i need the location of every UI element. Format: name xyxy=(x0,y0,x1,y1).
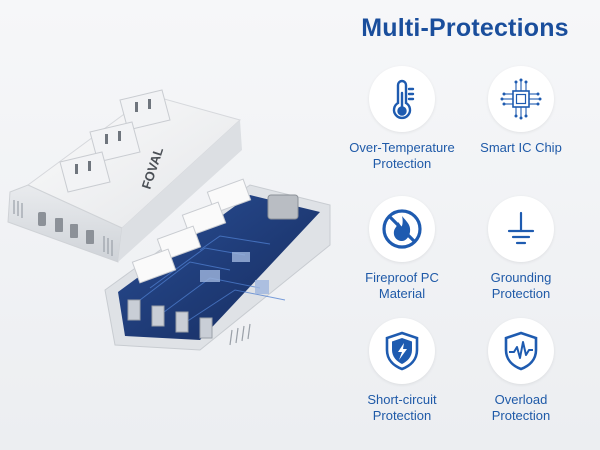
feature-label: Overload Protection xyxy=(491,392,551,423)
feature-fireproof-pc: Fireproof PC Material xyxy=(327,196,477,302)
feature-overload: Overload Protection xyxy=(446,318,596,424)
no-fire-icon xyxy=(369,196,435,262)
feature-label: Short-circuit Protection xyxy=(367,392,437,423)
feature-label: Fireproof PC Material xyxy=(365,270,439,301)
feature-short-circuit: Short-circuit Protection xyxy=(327,318,477,424)
feature-smart-ic-chip: Smart IC Chip xyxy=(446,66,596,156)
thermometer-icon xyxy=(369,66,435,132)
ground-icon xyxy=(488,196,554,262)
shield-pulse-icon xyxy=(488,318,554,384)
feature-over-temperature: Over-Temperature Protection xyxy=(327,66,477,172)
top-cover-unit: FOVAL xyxy=(7,89,242,263)
chip-icon xyxy=(488,66,554,132)
feature-label: Grounding Protection xyxy=(490,270,552,301)
shield-lightning-icon xyxy=(369,318,435,384)
feature-label: Smart IC Chip xyxy=(480,140,562,155)
feature-label: Over-Temperature Protection xyxy=(349,140,455,171)
section-title: Multi-Protections xyxy=(361,14,569,42)
power-strip-product-image: FOVAL xyxy=(7,89,331,351)
open-base-unit xyxy=(104,178,331,351)
feature-grounding: Grounding Protection xyxy=(446,196,596,302)
